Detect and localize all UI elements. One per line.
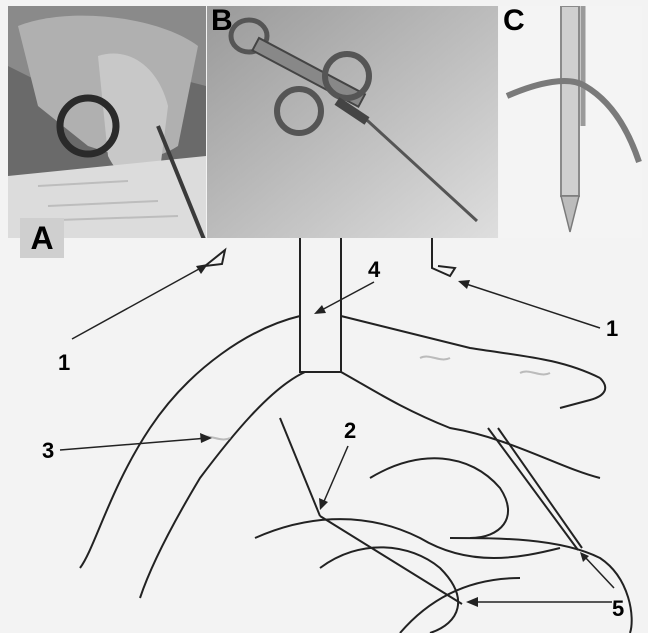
annotation-4: 4 <box>368 259 380 281</box>
panel-label-b: B <box>211 6 233 36</box>
annotation-5: 5 <box>612 598 624 620</box>
panel-label-a: A <box>20 218 64 258</box>
photo-instrument <box>207 6 498 238</box>
panel-label-c: C <box>503 6 525 36</box>
annotation-2: 2 <box>344 420 356 442</box>
annotation-1-right: 1 <box>606 318 618 340</box>
photo-hand-instrument <box>8 6 206 238</box>
schematic-drawing <box>0 238 648 633</box>
photo-needle-wire <box>499 6 642 238</box>
annotation-3: 3 <box>42 440 54 462</box>
annotation-1-left: 1 <box>58 352 70 374</box>
